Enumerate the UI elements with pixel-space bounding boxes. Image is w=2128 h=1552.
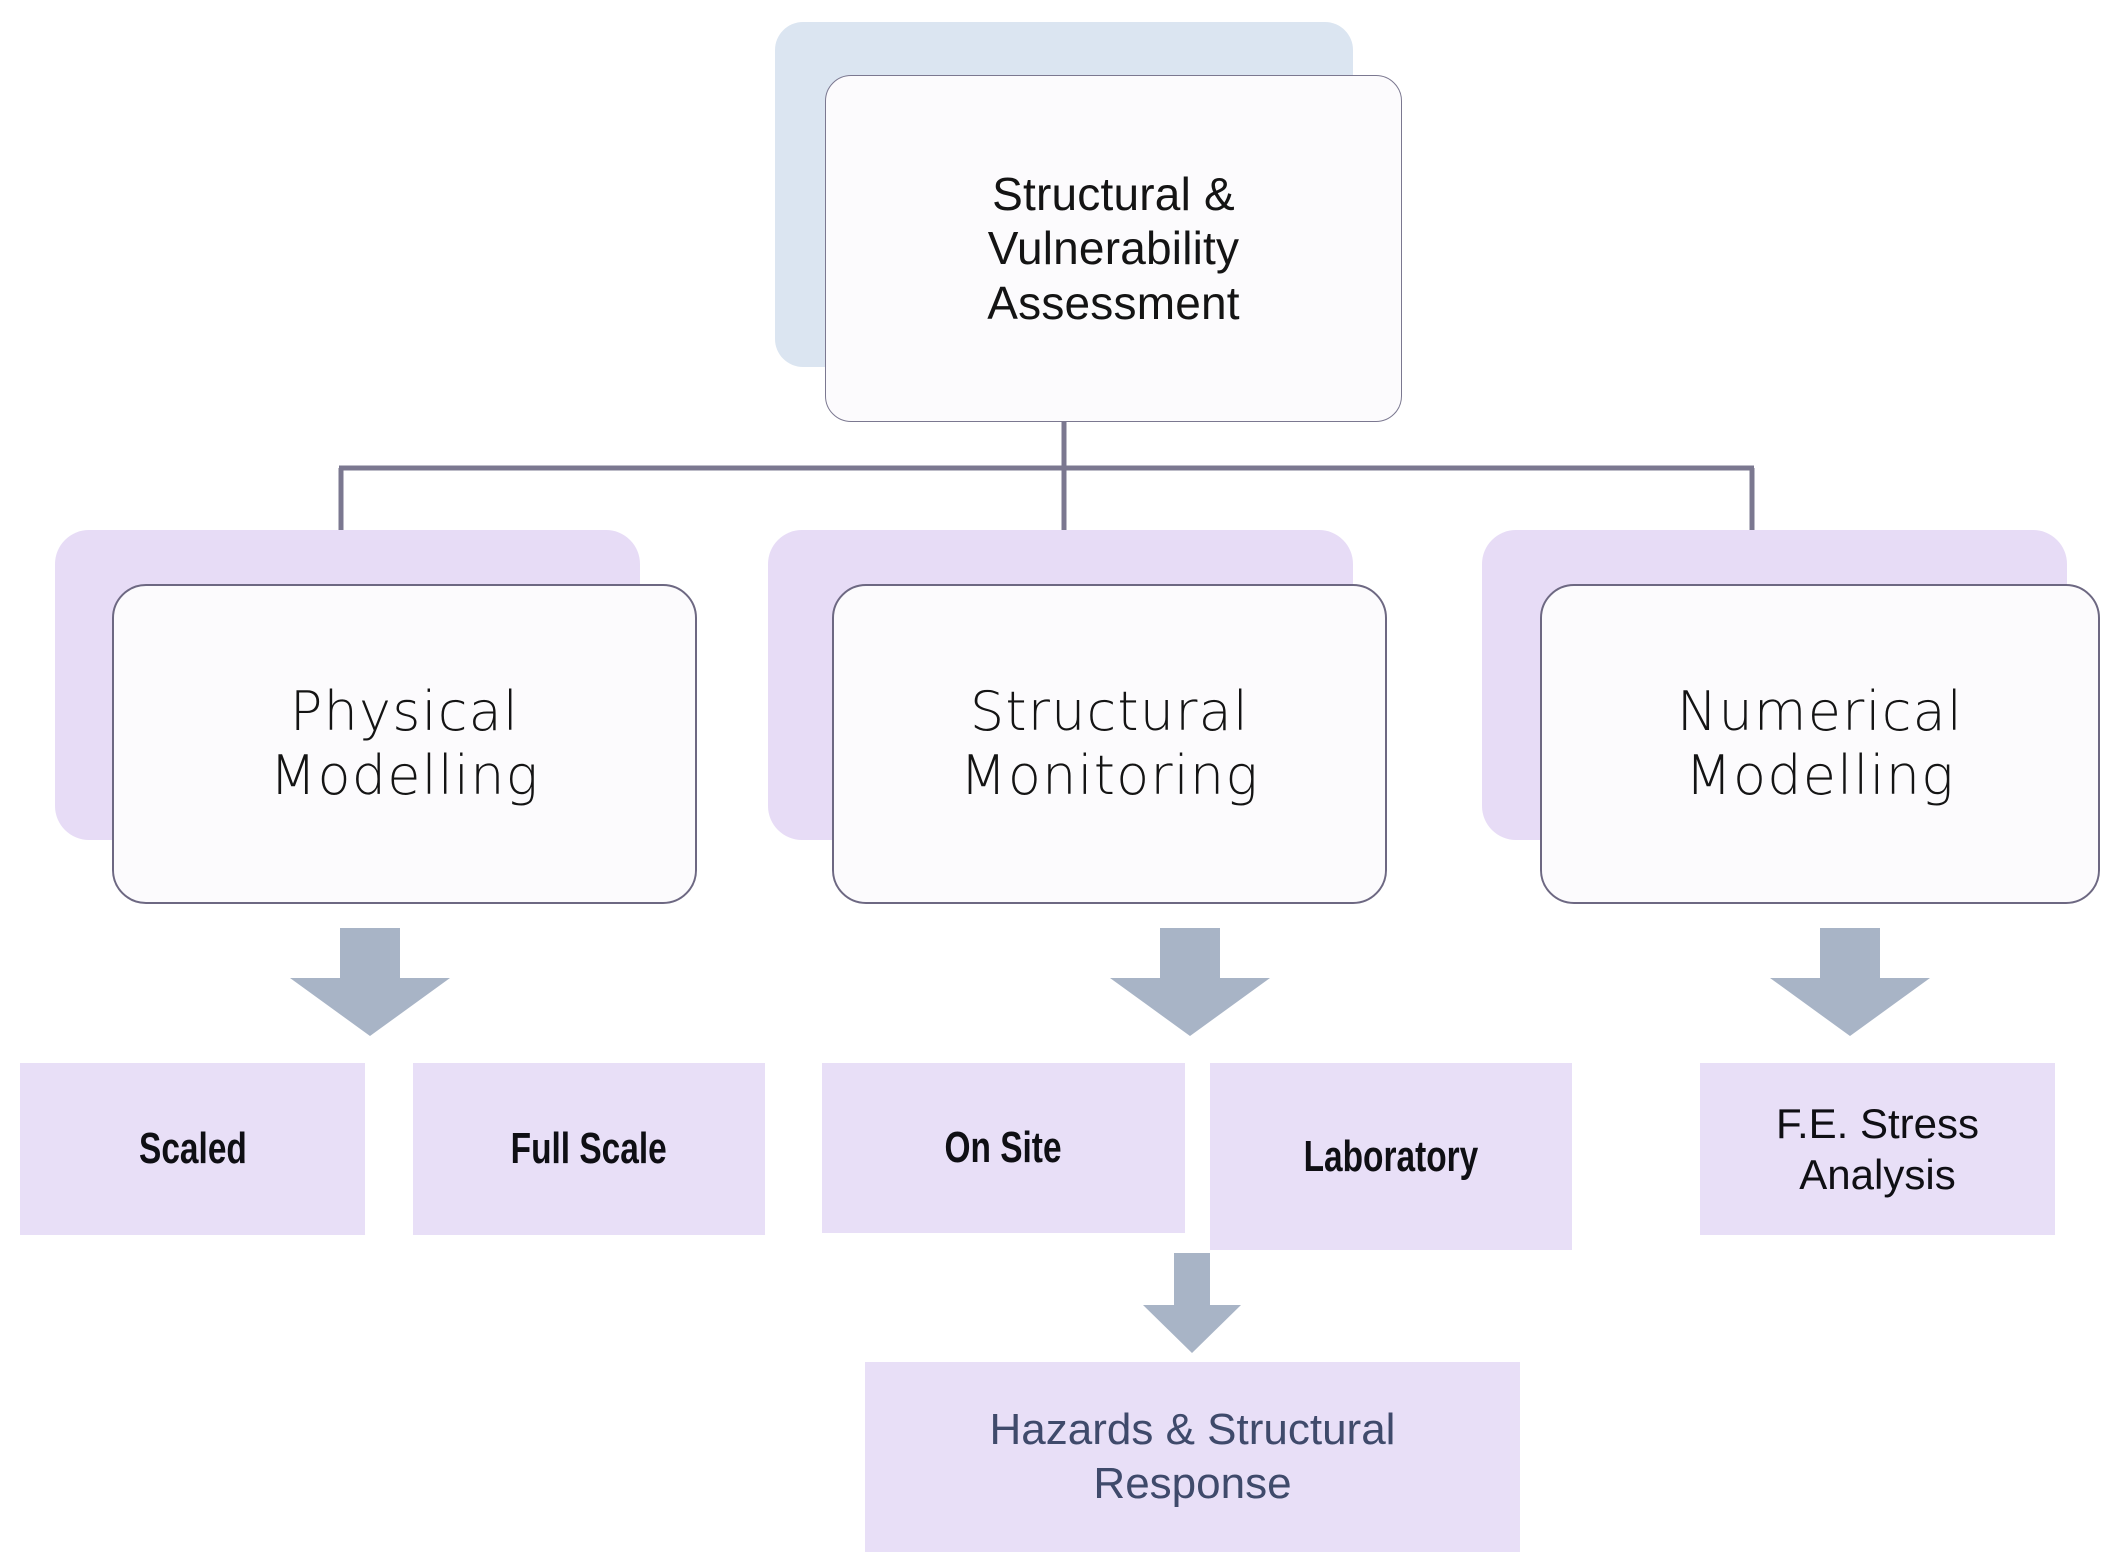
arrow-physical-modelling-down [290, 928, 450, 1036]
arrow-structural-monitoring-down [1110, 928, 1270, 1036]
node-numerical-modelling[interactable]: Numerical Modelling [1540, 584, 2100, 904]
node-label: Physical Modelling [269, 680, 540, 807]
arrow-numerical-modelling-down [1770, 928, 1930, 1036]
leaf-label: On Site [944, 1123, 1063, 1173]
node-structural-monitoring[interactable]: Structural Monitoring [832, 584, 1387, 904]
leaf-label: Scaled [138, 1124, 247, 1174]
leaf-label: F.E. Stress Analysis [1775, 1099, 1980, 1198]
node-label: Numerical Modelling [1676, 680, 1964, 807]
node-label: Structural & Vulnerability Assessment [987, 168, 1240, 329]
arrow-result-down [1143, 1253, 1241, 1353]
node-label: Structural Monitoring [960, 680, 1259, 807]
leaf-label: Full Scale [510, 1124, 668, 1174]
leaf-scaled[interactable]: Scaled [20, 1063, 365, 1235]
leaf-label: Laboratory [1303, 1131, 1479, 1181]
leaf-full-scale[interactable]: Full Scale [413, 1063, 765, 1235]
leaf-fe-stress-analysis[interactable]: F.E. Stress Analysis [1700, 1063, 2055, 1235]
node-structural-vulnerability-assessment[interactable]: Structural & Vulnerability Assessment [825, 75, 1402, 422]
node-physical-modelling[interactable]: Physical Modelling [112, 584, 697, 904]
result-label: Hazards & Structural Response [989, 1405, 1396, 1508]
leaf-on-site[interactable]: On Site [822, 1063, 1185, 1233]
leaf-laboratory[interactable]: Laboratory [1210, 1063, 1572, 1250]
result-hazards-structural-response[interactable]: Hazards & Structural Response [865, 1362, 1520, 1552]
